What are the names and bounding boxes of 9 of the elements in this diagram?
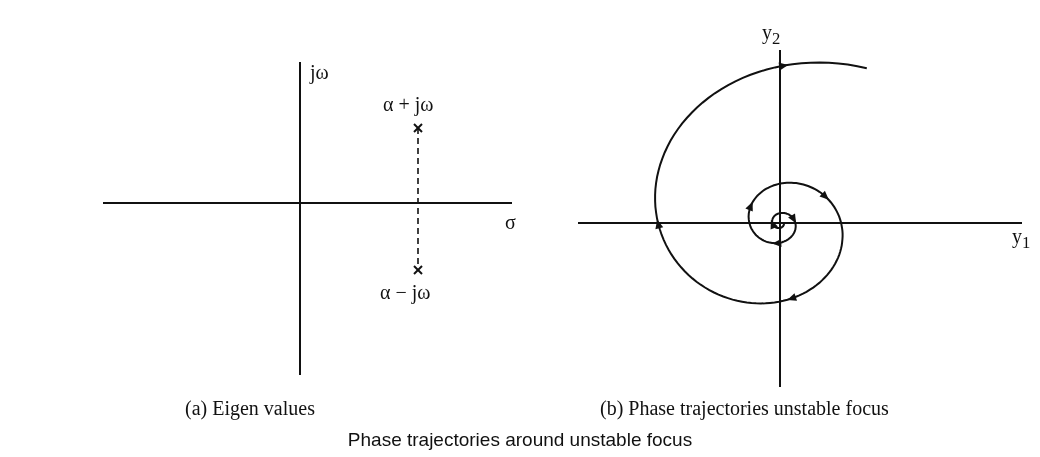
- axis-label: jω: [310, 62, 329, 82]
- axis-label: y$_{2}$: [762, 22, 781, 48]
- axis-label: y$_{1}$: [1012, 226, 1031, 252]
- panel-caption: (a) Eigen values: [185, 398, 315, 418]
- panel-caption: (b) Phase trajectories unstable focus: [600, 398, 889, 418]
- eigenvalue-label: α − jω: [380, 282, 431, 302]
- eigenvalue-label: α + jω: [383, 94, 434, 114]
- axis-label: σ: [505, 212, 516, 232]
- figure-caption: Phase trajectories around unstable focus: [346, 430, 694, 449]
